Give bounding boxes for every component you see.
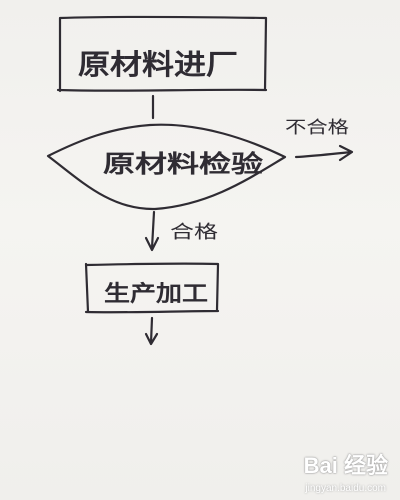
edge-pass-arrow: [144, 210, 160, 252]
node-start-label: 原材料进厂: [78, 48, 238, 81]
node-inspect-shape: [46, 123, 287, 211]
edge-pass: 合格: [144, 210, 218, 252]
node-inspect-label: 原材料检验: [103, 149, 263, 178]
edge-process-out: [144, 316, 159, 346]
node-start: 原材料进厂: [56, 15, 268, 93]
watermark-brand: Bai 经验: [303, 453, 388, 478]
node-start-box: [56, 15, 268, 93]
watermark-url: jingyan.baidu.com: [305, 483, 386, 494]
edge-pass-label: 合格: [170, 222, 218, 243]
edge-fail: 不合格: [285, 118, 354, 162]
node-inspect: 原材料检验: [46, 123, 287, 211]
edge-fail-arrow: [294, 144, 354, 162]
node-process-box: [84, 262, 220, 314]
node-process: 生产加工: [84, 262, 220, 314]
edge-fail-label: 不合格: [285, 118, 349, 138]
node-process-label: 生产加工: [104, 281, 208, 307]
watermark: Bai 经验 jingyan.baidu.com: [256, 448, 388, 494]
